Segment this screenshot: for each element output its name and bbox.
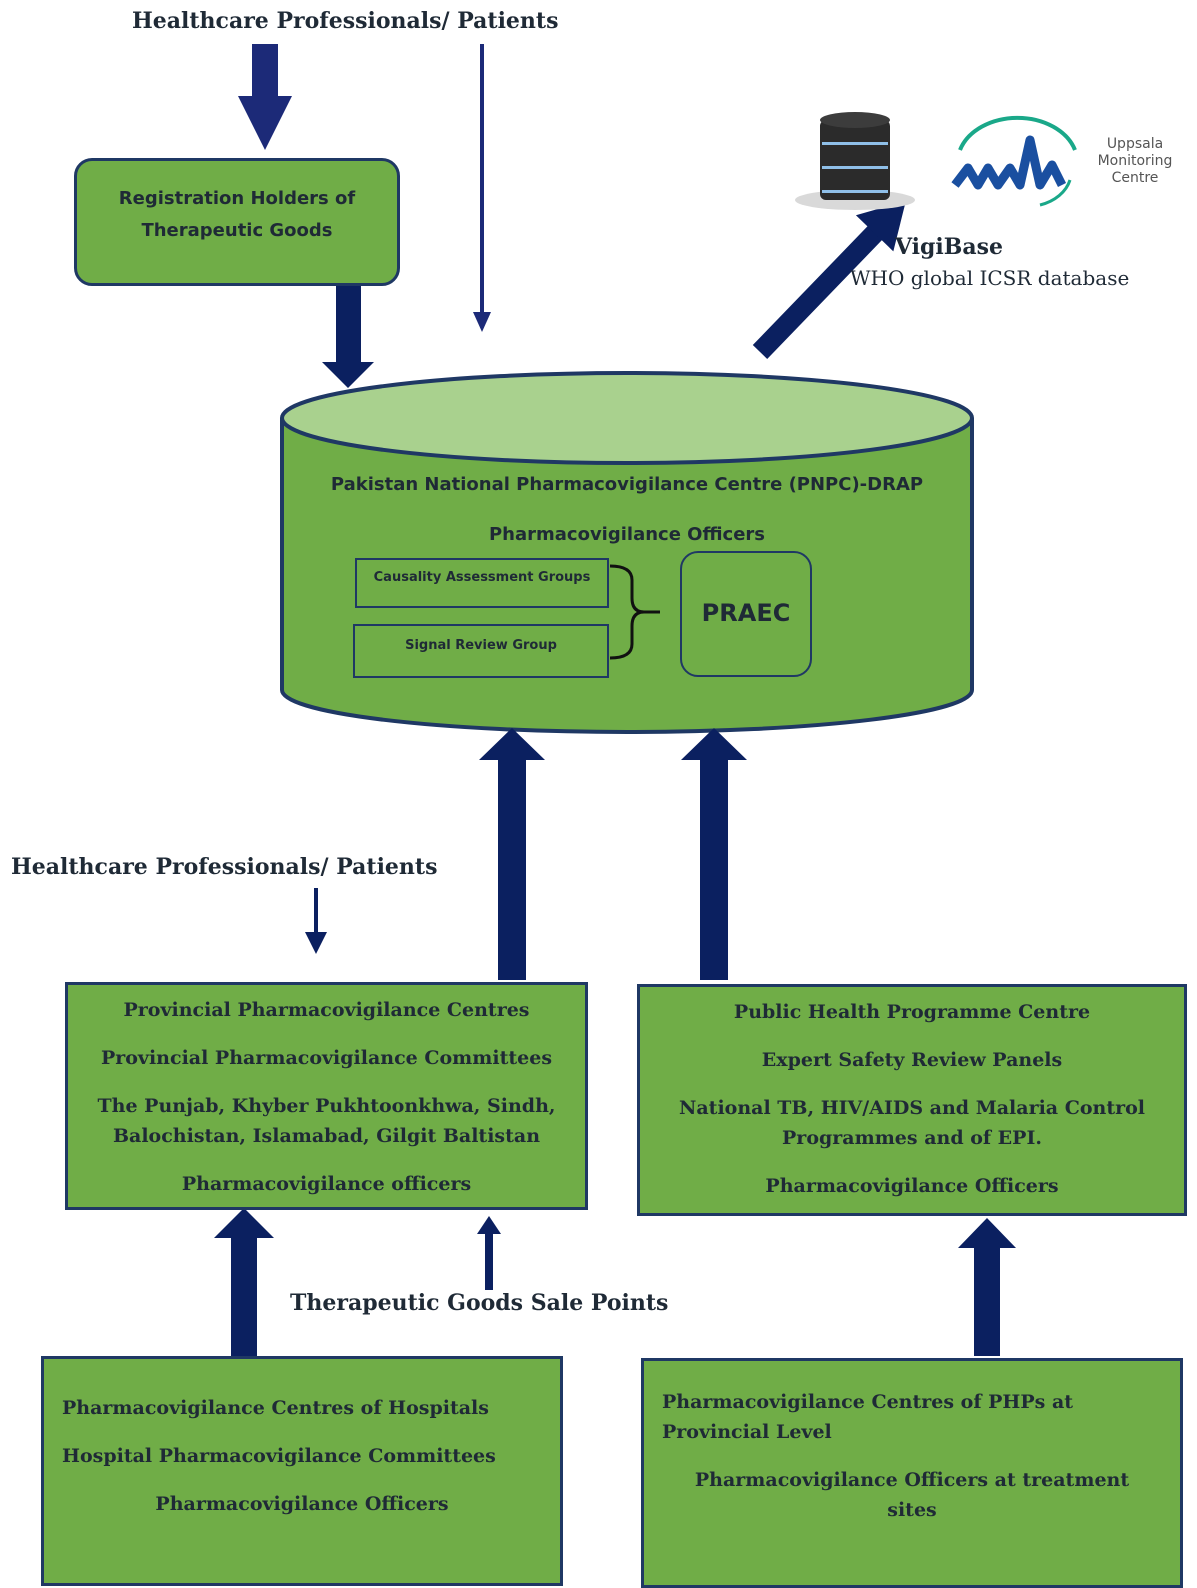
provincial-line-2: Provincial Pharmacovigilance Committees [100,1047,553,1069]
arrow-top-to-registration [238,44,292,150]
public-health-line-4: Pharmacovigilance Officers [765,1175,1059,1197]
hospital-line-1: Pharmacovigilance Centres of Hospitals [62,1397,489,1419]
registration-holders-box: Registration Holders of Therapeutic Good… [74,158,400,286]
causality-assessment-groups-label: Causality Assessment Groups [373,570,591,585]
provincial-line-4: Pharmacovigilance officers [181,1173,472,1195]
arrow-healthcare-to-provincial [305,888,327,954]
signal-review-group-box: Signal Review Group [353,624,609,678]
hospital-line-3: Pharmacovigilance Officers [155,1493,449,1515]
praec-box: PRAEC [680,551,812,677]
signal-review-group-label: Signal Review Group [405,638,557,653]
uppsala-logo-line-3: Centre [1111,170,1159,186]
vigibase-title: VigiBase [895,234,1004,260]
top-source-label: Healthcare Professionals/ Patients [132,8,559,34]
pnpc-officers: Pharmacovigilance Officers [488,524,766,545]
arrow-provincial-to-pnpc [479,728,545,980]
public-health-line-1: Public Health Programme Centre [733,1001,1091,1023]
arrow-pnpc-to-vigibase [752,200,906,359]
vigibase-description: WHO global ICSR database [850,266,1130,290]
arrow-registration-to-pnpc [322,286,374,388]
hospital-line-2: Hospital Pharmacovigilance Committees [62,1445,496,1467]
provincial-centres-box: Provincial Pharmacovigilance Centres Pro… [65,982,588,1210]
pnpc-title: Pakistan National Pharmacovigilance Cent… [330,474,924,495]
uppsala-logo-text: Uppsala Monitoring Centre [1085,136,1185,187]
arrow-hospital-to-provincial [214,1208,274,1356]
uppsala-logo-icon [951,115,1077,207]
arrow-top-to-pnpc [473,44,491,332]
database-icon [795,112,915,210]
praec-label: PRAEC [701,599,791,627]
uppsala-logo-line-1: Uppsala [1106,136,1164,152]
php-centres-box: Pharmacovigilance Centres of PHPs at Pro… [641,1358,1183,1588]
php-line-1: Pharmacovigilance Centres of PHPs at Pro… [662,1391,1074,1443]
public-health-line-3: National TB, HIV/AIDS and Malaria Contro… [678,1097,1146,1149]
middle-source-label: Healthcare Professionals/ Patients [11,854,438,880]
public-health-line-2: Expert Safety Review Panels [761,1049,1063,1071]
sale-points-label: Therapeutic Goods Sale Points [290,1290,669,1316]
public-health-box: Public Health Programme Centre Expert Sa… [637,984,1187,1216]
hospital-centres-box: Pharmacovigilance Centres of Hospitals H… [41,1356,563,1586]
registration-holders-label: Registration Holders of Therapeutic Good… [118,188,356,241]
php-line-2: Pharmacovigilance Officers at treatment … [694,1469,1130,1521]
arrow-php-to-publichealth [958,1218,1016,1356]
pnpc-cylinder [280,371,974,734]
arrow-salepoints-to-provincial [477,1216,501,1290]
group-bracket [609,564,660,660]
uppsala-logo-line-2: Monitoring [1097,153,1173,169]
provincial-line-3: The Punjab, Khyber Pukhtoonkhwa, Sindh, … [97,1095,556,1147]
causality-assessment-groups-box: Causality Assessment Groups [355,558,609,608]
arrow-publichealth-to-pnpc [681,728,747,980]
provincial-line-1: Provincial Pharmacovigilance Centres [123,999,530,1021]
